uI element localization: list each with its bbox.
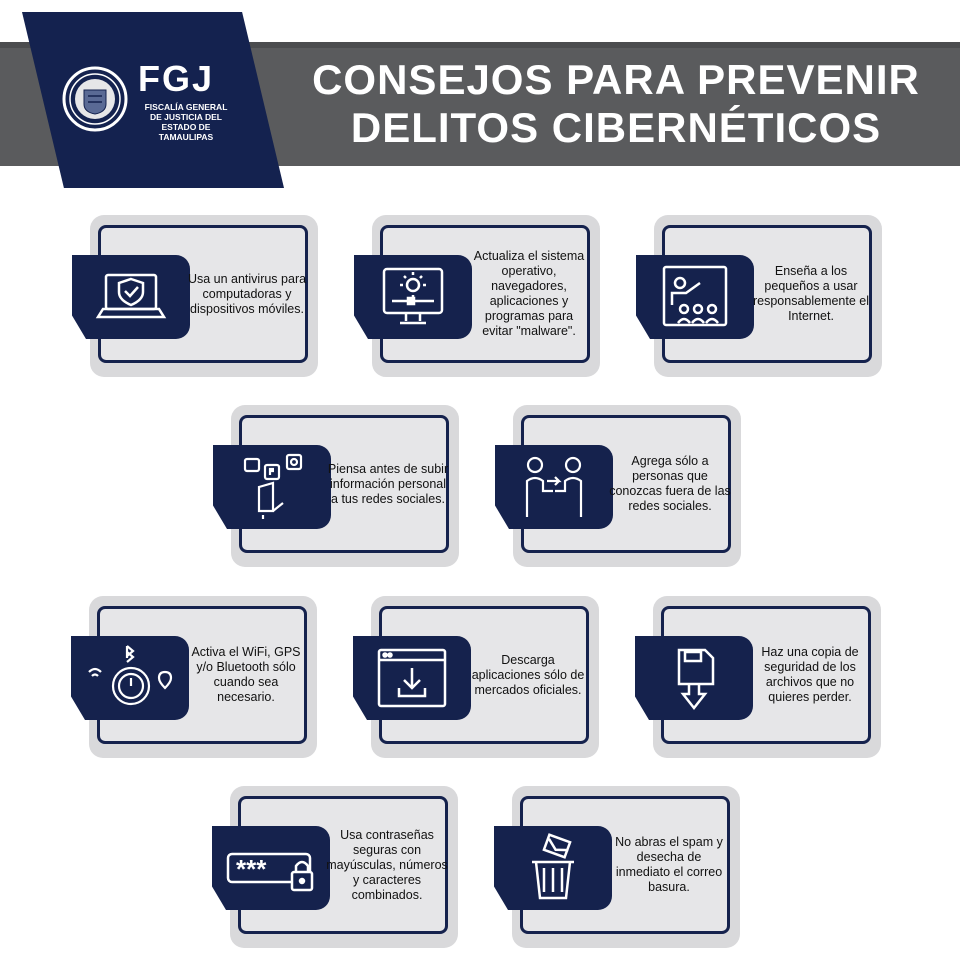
social-media-phone-icon [243, 453, 303, 519]
tip-icon-box [71, 636, 189, 720]
seal-logo-icon [62, 66, 128, 132]
logo-abbreviation: FGJ [138, 58, 215, 99]
tip-text: Activa el WiFi, GPS y/o Bluetooth sólo c… [191, 645, 301, 704]
tip-icon-box [213, 445, 331, 529]
tip-text: Usa un antivirus para computadoras y dis… [187, 271, 307, 316]
logo-panel [22, 12, 284, 188]
logo-full-name: FISCALÍA GENERAL DE JUSTICIA DEL ESTADO … [144, 102, 228, 142]
tip-text: No abras el spam y desecha de inmediato … [615, 835, 723, 894]
download-app-icon [377, 648, 447, 708]
tip-card-passwords: *** Usa contraseñas seguras con mayúscul… [212, 786, 458, 948]
tip-text: Agrega sólo a personas que conozcas fuer… [609, 454, 731, 513]
wifi-gps-bluetooth-icon [88, 645, 173, 706]
tip-icon-box [635, 636, 753, 720]
tip-icon-box [354, 255, 472, 339]
tip-card-backup: Haz una copia de seguridad de los archiv… [635, 596, 881, 758]
system-update-monitor-icon [382, 267, 444, 325]
tip-text: Haz una copia de seguridad de los archiv… [761, 645, 859, 704]
tip-card-antivirus: Usa un antivirus para computadoras y dis… [72, 215, 318, 377]
tip-card-wifi-gps: Activa el WiFi, GPS y/o Bluetooth sólo c… [71, 596, 317, 758]
tip-icon-box: *** [212, 826, 330, 910]
tip-card-teaching: Enseña a los pequeños a usar responsable… [636, 215, 882, 377]
tip-card-spam: No abras el spam y desecha de inmediato … [494, 786, 740, 948]
tip-icon-box [495, 445, 613, 529]
logo-text: FGJ FISCALÍA GENERAL DE JUSTICIA DEL EST… [138, 58, 234, 143]
svg-text:***: *** [236, 854, 267, 884]
page-title: CONSEJOS PARA PREVENIR DELITOS CIBERNÉTI… [296, 56, 936, 152]
teaching-children-icon [662, 265, 728, 327]
handshake-people-icon [525, 456, 583, 517]
tip-text: Usa contraseñas seguras con mayúsculas, … [326, 827, 448, 902]
tip-card-system-update: Actualiza el sistema operativo, navegado… [354, 215, 600, 377]
tip-icon-box [494, 826, 612, 910]
tip-icon-box [72, 255, 190, 339]
tip-card-download: Descarga aplicaciones sólo de mercados o… [353, 596, 599, 758]
backup-floppy-icon [677, 648, 715, 711]
tip-card-handshake: Agrega sólo a personas que conozcas fuer… [495, 405, 741, 567]
title-line-1: CONSEJOS PARA PREVENIR [312, 56, 920, 103]
header-band-strip [0, 42, 960, 48]
tip-icon-box [353, 636, 471, 720]
password-lock-icon: *** [226, 852, 314, 892]
trash-mail-icon [532, 833, 574, 900]
tip-icon-box [636, 255, 754, 339]
tip-text: Actualiza el sistema operativo, navegado… [473, 249, 585, 338]
tip-text: Piensa antes de subir información person… [327, 461, 449, 506]
tip-text: Enseña a los pequeños a usar responsable… [752, 264, 870, 323]
title-line-2: DELITOS CIBERNÉTICOS [350, 104, 882, 151]
antivirus-laptop-icon [95, 273, 167, 319]
tip-card-social-media: Piensa antes de subir información person… [213, 405, 459, 567]
tip-text: Descarga aplicaciones sólo de mercados o… [471, 652, 585, 697]
